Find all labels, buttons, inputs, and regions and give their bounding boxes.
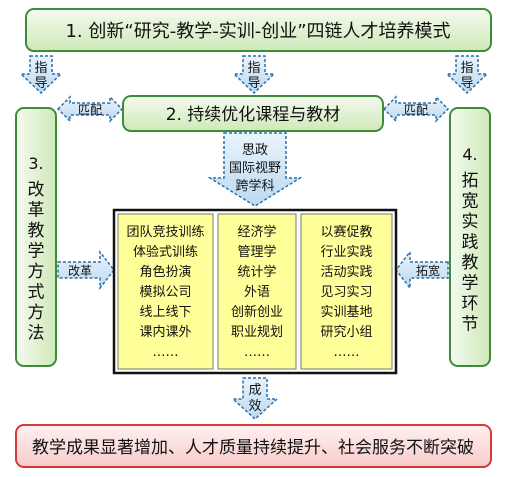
right-box-char: 节: [462, 315, 479, 335]
left-box-char: 式: [28, 283, 45, 303]
guide-center-char-2: 导: [247, 76, 260, 91]
match-right-label: 匹配: [404, 103, 428, 117]
column-2-item: 统计学: [237, 264, 276, 280]
guide-arrow-center: 指 导: [232, 55, 276, 95]
right-box-char: 拓: [462, 171, 479, 191]
match-arrow-left: 匹配: [56, 95, 124, 123]
column-2-item: 经济学: [237, 224, 276, 240]
center-down-line-2: 国际视野: [229, 161, 281, 176]
column-3-item: 研究小组: [320, 325, 372, 340]
center-down-line-3: 跨学科: [235, 178, 274, 194]
left-box-char: 革: [28, 201, 45, 221]
guide-right-char-2: 导: [460, 76, 473, 91]
column-3-item: 行业实践: [320, 245, 372, 260]
match-left-label: 匹配: [78, 103, 102, 117]
reform-arrow: 改革: [57, 249, 115, 291]
column-1-item: ……: [153, 345, 179, 360]
column-1-item: 模拟公司: [139, 285, 191, 300]
content-column-3: [300, 213, 393, 370]
column-2-item: 创新创业: [231, 304, 283, 320]
column-3-item: ……: [334, 345, 360, 360]
right-box-char: 宽: [462, 192, 479, 212]
guide-arrow-right: 指 导: [445, 55, 489, 95]
top-box-label: 1. 创新“研究-教学-实训-创业”四链人才培养模式: [65, 21, 450, 42]
left-box-char: 改: [28, 180, 45, 200]
left-box-char: 方: [28, 303, 45, 323]
guide-center-char-1: 指: [247, 61, 260, 76]
content-column-1: [117, 213, 214, 370]
match-arrow-right: 匹配: [382, 95, 450, 123]
guide-left-char-1: 指: [34, 61, 47, 76]
expand-arrow: 拓宽: [395, 249, 449, 291]
guide-arrow-left: 指 导: [19, 55, 63, 95]
result-arrow: 成 效: [231, 377, 279, 421]
right-box-char: 教: [462, 253, 479, 273]
column-1-item: 线上线下: [139, 305, 191, 320]
column-3-item: 以赛促教: [320, 224, 372, 240]
left-box-char: 学: [28, 242, 45, 262]
column-2-item: 职业规划: [231, 325, 283, 340]
column-1-item: 课内课外: [139, 324, 191, 340]
left-box-char: 教: [28, 221, 45, 241]
column-2-item: 管理学: [237, 244, 276, 260]
expand-label: 拓宽: [416, 263, 440, 278]
right-box-char: 学: [462, 274, 479, 294]
column-3-item: 实训基地: [320, 305, 372, 320]
column-2-item: 外语: [244, 285, 270, 300]
column-2-item: ……: [244, 345, 270, 360]
middle-box-label: 2. 持续优化课程与教材: [166, 105, 341, 125]
right-box-char: 环: [462, 294, 479, 314]
center-down-line-1: 思政: [242, 143, 268, 158]
center-down-arrow: 思政 国际视野 跨学科: [207, 132, 303, 207]
column-1-item: 团队竞技训练: [126, 224, 204, 240]
right-box-number: 4.: [462, 145, 477, 164]
guide-right-char-1: 指: [460, 61, 473, 76]
column-1-item: 角色扮演: [139, 264, 191, 280]
column-3-item: 活动实践: [320, 265, 372, 280]
middle-box: 2. 持续优化课程与教材: [122, 95, 384, 132]
result-char-2: 效: [248, 399, 261, 414]
content-column-2: [217, 213, 297, 370]
left-box-char: 法: [28, 324, 45, 344]
right-box-char: 实: [462, 212, 479, 232]
left-box-char: 方: [28, 262, 45, 282]
left-box-number: 3.: [28, 154, 43, 173]
column-1-item: 体验式训练: [133, 244, 198, 260]
guide-left-char-2: 导: [34, 76, 47, 91]
result-char-1: 成: [248, 383, 261, 398]
reform-label: 改革: [68, 264, 92, 278]
bottom-box: 教学成果显著增加、人才质量持续提升、社会服务不断突破: [15, 424, 492, 468]
column-3-item: 见习实习: [320, 285, 372, 300]
right-box-char: 践: [462, 233, 479, 253]
bottom-box-label: 教学成果显著增加、人才质量持续提升、社会服务不断突破: [32, 438, 474, 458]
top-box: 1. 创新“研究-教学-实训-创业”四链人才培养模式: [25, 8, 492, 52]
